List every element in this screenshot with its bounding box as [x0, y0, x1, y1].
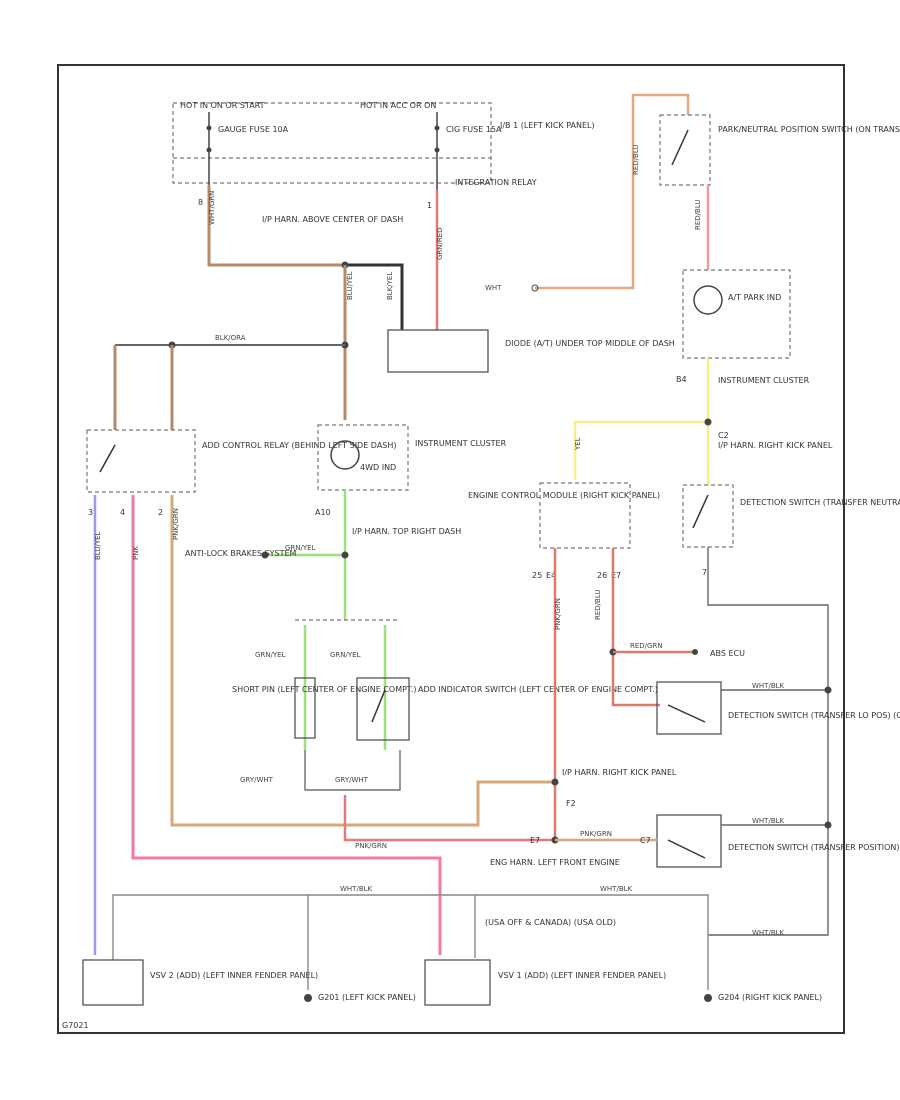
svg-text:C2: C2	[718, 431, 729, 440]
svg-text:WHT/BLK: WHT/BLK	[752, 929, 785, 937]
fuse-title-a: HOT IN ON OR START	[180, 101, 265, 110]
vsv2-box	[82, 959, 144, 1006]
svg-text:GRN/YEL: GRN/YEL	[255, 651, 286, 659]
svg-text:RED/BLU: RED/BLU	[632, 144, 640, 175]
vsv2-label: VSV 2 (ADD) (LEFT INNER FENDER PANEL)	[150, 971, 318, 980]
eng-harn-label: ENG HARN. LEFT FRONT ENGINE	[490, 858, 620, 867]
svg-text:A10: A10	[315, 508, 331, 517]
add-relay-label: ADD CONTROL RELAY (BEHIND LEFT SIDE DASH…	[202, 441, 397, 450]
cluster-4wd-label: INSTRUMENT CLUSTER	[415, 439, 507, 448]
wire-relay-pin2-tan	[170, 495, 555, 827]
wire-park-neutral-top	[535, 93, 690, 290]
wire-blk-yel	[345, 263, 404, 330]
svg-text:GRN/RED: GRN/RED	[436, 227, 444, 260]
cluster-right-label: INSTRUMENT CLUSTER	[718, 376, 810, 385]
svg-text:WHT/BLK: WHT/BLK	[752, 682, 785, 690]
svg-text:BLU/YEL: BLU/YEL	[346, 271, 354, 300]
svg-text:25: 25	[532, 571, 542, 580]
svg-text:WHT: WHT	[485, 284, 502, 292]
detection-4wd-box	[656, 814, 722, 868]
svg-text:2: 2	[158, 508, 163, 517]
detection-neutral-label: DETECTION SWITCH (TRANSFER NEUTRAL) (ON …	[740, 498, 900, 507]
svg-text:WHT/BLK: WHT/BLK	[752, 817, 785, 825]
detection-lo-label: DETECTION SWITCH (TRANSFER LO POS) (ON T…	[728, 711, 900, 720]
svg-text:PNK/GRN: PNK/GRN	[172, 508, 180, 540]
diode-box	[387, 329, 489, 373]
svg-text:4: 4	[120, 508, 125, 517]
park-neutral-label: PARK/NEUTRAL POSITION SWITCH (ON TRANSMI…	[718, 125, 900, 134]
jb1-label: J/B 1 (LEFT KICK PANEL)	[499, 121, 595, 130]
ip-harn-center-label: I/P HARN. ABOVE CENTER OF DASH	[262, 215, 403, 224]
detection-neutral-box	[682, 484, 734, 548]
svg-text:E7: E7	[611, 571, 621, 580]
svg-text:E4: E4	[546, 571, 556, 580]
detection-lo-box	[656, 681, 722, 735]
svg-text:BLU/YEL: BLU/YEL	[94, 531, 102, 560]
svg-text:1: 1	[427, 201, 432, 210]
svg-text:GRY/WHT: GRY/WHT	[240, 776, 274, 784]
svg-text:GRN/YEL: GRN/YEL	[330, 651, 361, 659]
svg-text:BLK/YEL: BLK/YEL	[386, 272, 394, 300]
svg-text:YEL: YEL	[574, 437, 582, 451]
at-park-label: A/T PARK IND	[728, 293, 781, 302]
svg-text:F2: F2	[566, 799, 576, 808]
vsv-note-label: (USA OFF & CANADA) (USA OLD)	[485, 918, 616, 927]
svg-text:7: 7	[702, 568, 707, 577]
fuse-title-b: HOT IN ACC OR ON	[360, 101, 436, 110]
svg-text:E7: E7	[530, 836, 540, 845]
wire-yel	[573, 420, 708, 480]
wire-ground-bus	[112, 894, 709, 965]
park-neutral-box	[659, 114, 711, 186]
wire-wht-grn-left	[207, 185, 345, 267]
svg-text:I/P HARN. RIGHT KICK PANEL: I/P HARN. RIGHT KICK PANEL	[718, 441, 833, 450]
ecm-box	[539, 482, 631, 549]
diode-label: DIODE (A/T) UNDER TOP MIDDLE OF DASH	[505, 339, 675, 348]
gauge-fuse-label: GAUGE FUSE 10A	[218, 125, 289, 134]
svg-text:RED/BLU: RED/BLU	[694, 199, 702, 230]
cig-fuse-label: CIG FUSE 15A	[446, 125, 502, 134]
g204-label: G204 (RIGHT KICK PANEL)	[718, 993, 822, 1002]
svg-text:WHT/BLK: WHT/BLK	[600, 885, 633, 893]
svg-text:PNK/GRN: PNK/GRN	[355, 842, 387, 850]
add-indicator-label: ADD INDICATOR SWITCH (LEFT CENTER OF ENG…	[418, 685, 658, 694]
svg-text:GRN/YEL: GRN/YEL	[285, 544, 316, 552]
svg-text:3: 3	[88, 508, 93, 517]
svg-text:RED/BLU: RED/BLU	[594, 589, 602, 620]
cluster-4wd-box	[317, 424, 409, 491]
svg-text:BLK/ORA: BLK/ORA	[215, 334, 246, 342]
detection-4wd-label: DETECTION SWITCH (TRANSFER POSITION) (ON…	[728, 843, 900, 852]
svg-text:C7: C7	[640, 836, 651, 845]
abs-ecu-label: ABS ECU	[710, 649, 745, 658]
svg-text:B4: B4	[676, 375, 687, 384]
svg-text:WHT/BLK: WHT/BLK	[340, 885, 373, 893]
ip-harn-right-kick2-label: I/P HARN. RIGHT KICK PANEL	[562, 768, 677, 777]
abs-label: ANTI-LOCK BRAKES SYSTEM	[185, 549, 297, 558]
svg-text:PNK/GRN: PNK/GRN	[580, 830, 612, 838]
integration-relay-label: INTEGRATION RELAY	[455, 178, 537, 187]
short-pin-box	[294, 677, 316, 739]
svg-text:8: 8	[198, 198, 203, 207]
footer-code: G7021	[62, 1021, 89, 1030]
4wd-ind-label: 4WD IND	[360, 463, 396, 472]
vsv1-label: VSV 1 (ADD) (LEFT INNER FENDER PANEL)	[498, 971, 666, 980]
short-pin-label: SHORT PIN (LEFT CENTER OF ENGINE COMPT.)	[232, 685, 417, 694]
wire-pnk	[131, 495, 442, 955]
ip-harn-top-right-label: I/P HARN. TOP RIGHT DASH	[352, 527, 461, 536]
svg-text:WHT/GRN: WHT/GRN	[208, 191, 216, 225]
svg-text:26: 26	[597, 571, 607, 580]
g201-label: G201 (LEFT KICK PANEL)	[318, 993, 416, 1002]
add-relay-box	[86, 429, 196, 493]
at-park-box	[682, 269, 791, 359]
svg-text:PNK/GRN: PNK/GRN	[554, 598, 562, 630]
diagram-frame	[57, 64, 845, 1034]
vsv1-box	[424, 959, 491, 1006]
svg-text:PNK: PNK	[132, 546, 140, 560]
add-indicator-box	[356, 677, 410, 741]
wire-ecm-right	[611, 548, 660, 707]
svg-text:RED/GRN: RED/GRN	[630, 642, 663, 650]
svg-text:GRY/WHT: GRY/WHT	[335, 776, 369, 784]
jb1-box	[172, 102, 492, 184]
ecm-label: ENGINE CONTROL MODULE (RIGHT KICK PANEL)	[468, 491, 660, 500]
